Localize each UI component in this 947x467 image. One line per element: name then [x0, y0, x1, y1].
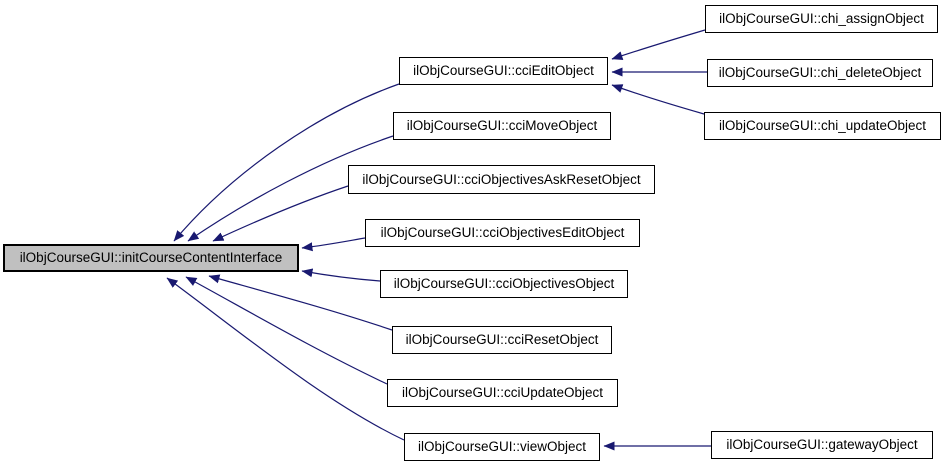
- node-initCourseContentInterface: ilObjCourseGUI::initCourseContentInterfa…: [3, 244, 299, 272]
- edge-cciResetObject-to-init: [208, 274, 393, 331]
- node-label: ilObjCourseGUI::gatewayObject: [726, 437, 918, 453]
- edge-cciObjectivesObject-to-init: [301, 268, 381, 282]
- edge-cciUpdateObject-to-init: [185, 276, 388, 385]
- node-label: ilObjCourseGUI::chi_updateObject: [718, 118, 927, 134]
- node-label: ilObjCourseGUI::cciResetObject: [405, 332, 599, 348]
- node-label: ilObjCourseGUI::viewObject: [417, 439, 587, 455]
- node-label: ilObjCourseGUI::cciUpdateObject: [401, 385, 604, 401]
- node-cciMoveObject[interactable]: ilObjCourseGUI::cciMoveObject: [393, 112, 611, 140]
- node-label: ilObjCourseGUI::chi_deleteObject: [718, 65, 922, 81]
- node-chi_assignObject[interactable]: ilObjCourseGUI::chi_assignObject: [705, 5, 938, 33]
- node-viewObject[interactable]: ilObjCourseGUI::viewObject: [404, 433, 600, 461]
- node-label: ilObjCourseGUI::cciEditObject: [413, 63, 594, 79]
- node-chi_updateObject[interactable]: ilObjCourseGUI::chi_updateObject: [704, 112, 941, 140]
- node-label: ilObjCourseGUI::cciObjectivesAskResetObj…: [362, 171, 641, 187]
- edge-chi_assignObject-to-cciEditObject: [611, 29, 706, 60]
- node-label: ilObjCourseGUI::cciObjectivesEditObject: [380, 225, 625, 241]
- node-label: ilObjCourseGUI::chi_assignObject: [719, 11, 924, 27]
- edge-cciObjectivesEditObject-to-init: [301, 237, 366, 252]
- node-chi_deleteObject[interactable]: ilObjCourseGUI::chi_deleteObject: [707, 59, 933, 87]
- edge-viewObject-to-init: [166, 277, 405, 441]
- node-label: ilObjCourseGUI::initCourseContentInterfa…: [19, 250, 283, 266]
- node-cciObjectivesEditObject[interactable]: ilObjCourseGUI::cciObjectivesEditObject: [365, 219, 640, 247]
- edge-cciObjectivesAskResetObject-to-init: [212, 185, 349, 242]
- node-cciObjectivesObject[interactable]: ilObjCourseGUI::cciObjectivesObject: [380, 270, 628, 298]
- node-cciResetObject[interactable]: ilObjCourseGUI::cciResetObject: [392, 326, 612, 354]
- edge-chi_updateObject-to-cciEditObject: [611, 84, 705, 115]
- edge-cciMoveObject-to-init: [187, 135, 394, 242]
- node-cciUpdateObject[interactable]: ilObjCourseGUI::cciUpdateObject: [387, 379, 618, 407]
- node-cciEditObject[interactable]: ilObjCourseGUI::cciEditObject: [399, 57, 608, 85]
- node-cciObjectivesAskResetObject[interactable]: ilObjCourseGUI::cciObjectivesAskResetObj…: [348, 165, 655, 194]
- node-label: ilObjCourseGUI::cciObjectivesObject: [393, 276, 615, 292]
- node-gatewayObject[interactable]: ilObjCourseGUI::gatewayObject: [711, 431, 933, 459]
- edge-cciEditObject-to-init: [173, 83, 400, 242]
- node-label: ilObjCourseGUI::cciMoveObject: [406, 118, 598, 134]
